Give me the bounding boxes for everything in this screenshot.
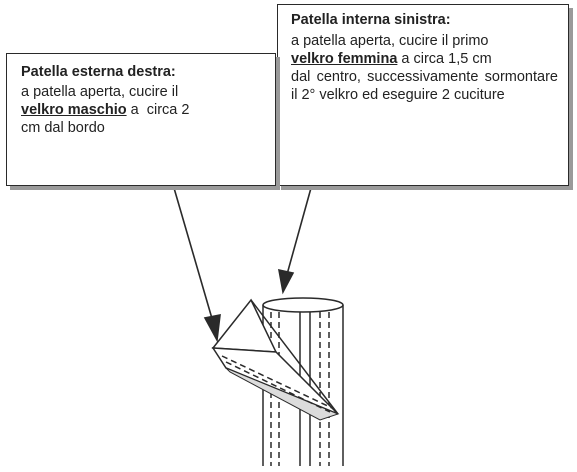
callout-left-heading: Patella esterna destra: (21, 64, 176, 80)
callout-right-heading: Patella interna sinistra: (291, 12, 451, 28)
callout-arrows (173, 187, 312, 343)
callout-right-line2: velkro femmina a circa 1,5 cm (291, 51, 492, 67)
velkro-femmina-keyword: velkro femmina (291, 51, 398, 67)
arrow-right-head (277, 268, 295, 295)
arrow-right-line (285, 187, 312, 279)
callout-inner-left-flap: Patella interna sinistra: a patella aper… (277, 4, 569, 186)
callout-left-line2: velkro maschio a circa 2 (21, 102, 190, 118)
velkro-maschio-keyword: velkro maschio (21, 102, 127, 118)
arrow-left-line (173, 187, 214, 323)
callout-right-body: dal centro, successivamente sormontare i… (291, 69, 558, 103)
callout-left-line1: a patella aperta, cucire il (21, 84, 179, 100)
callout-right-line1: a patella aperta, cucire il primo (291, 33, 489, 49)
callout-left-line3: cm dal bordo (21, 120, 105, 136)
folded-flap (211, 298, 340, 421)
callout-outer-right-flap: Patella esterna destra: a patella aperta… (6, 53, 276, 186)
arrow-left-head (203, 313, 221, 343)
